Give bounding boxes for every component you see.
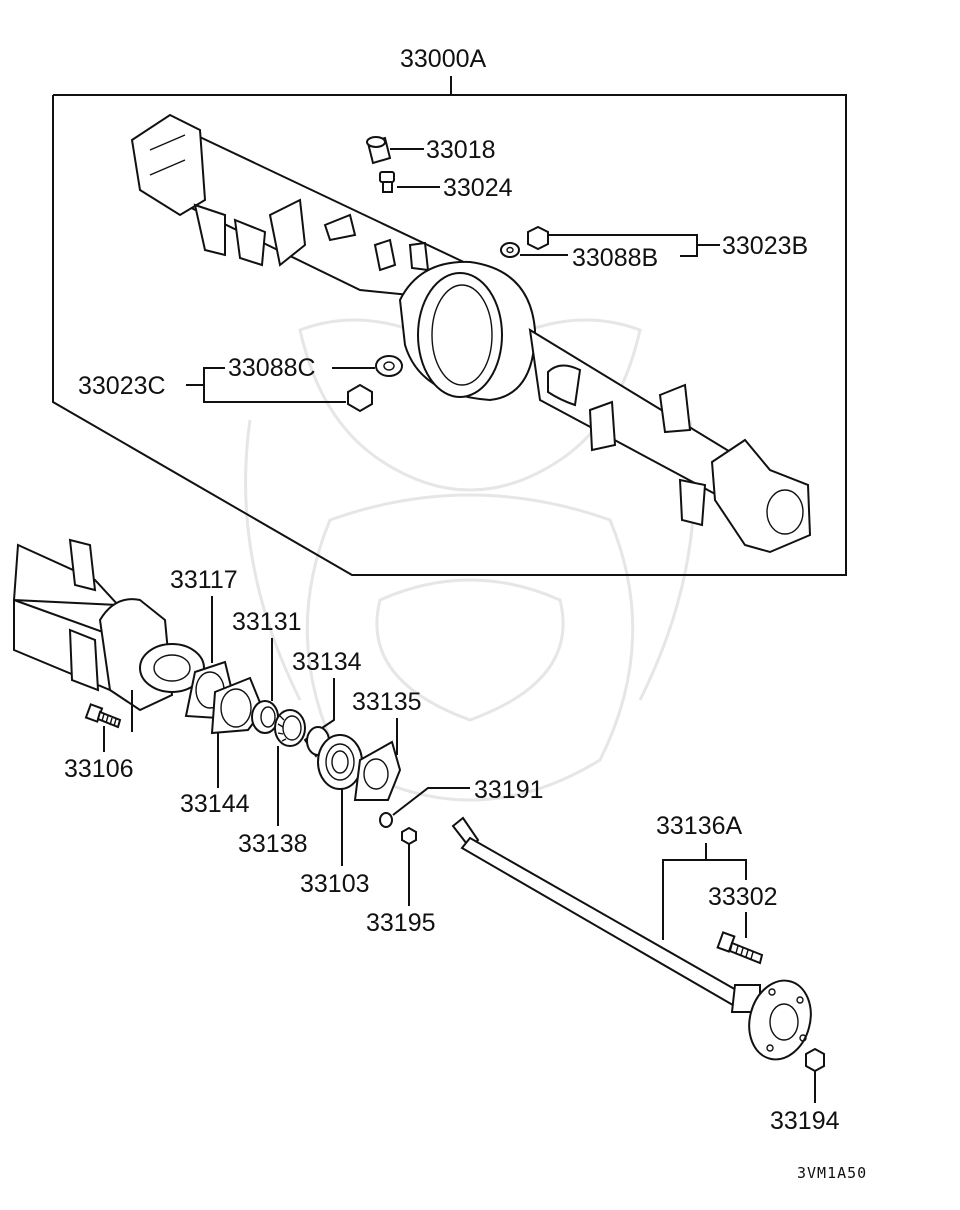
label-33135[interactable]: 33135 <box>352 688 422 716</box>
part-33302-hub-bolt <box>716 931 764 965</box>
label-33195[interactable]: 33195 <box>366 909 436 937</box>
part-33135-plate <box>353 740 402 801</box>
diff-opening <box>417 272 503 398</box>
part-33131-seal <box>251 700 279 734</box>
part-33191-nut <box>379 812 393 828</box>
housing-end-partial <box>12 538 205 732</box>
part-33088B-washer <box>500 242 520 258</box>
label-33194[interactable]: 33194 <box>770 1107 840 1135</box>
diagram-code: 3VM1A50 <box>797 1164 867 1182</box>
part-33023B-nut <box>527 225 549 251</box>
part-33088C-washer <box>375 355 403 377</box>
part-33136A-axle-shaft <box>451 816 812 1061</box>
part-33024-breather <box>379 171 395 193</box>
label-33103[interactable]: 33103 <box>300 870 370 898</box>
part-33103-bearing <box>317 734 363 790</box>
label-33023B[interactable]: 33023B <box>722 232 808 260</box>
label-33144[interactable]: 33144 <box>180 790 250 818</box>
part-33194-nut <box>805 1047 825 1073</box>
label-33088B[interactable]: 33088B <box>572 244 658 272</box>
label-33018[interactable]: 33018 <box>426 136 496 164</box>
label-33117[interactable]: 33117 <box>170 566 238 594</box>
axle-housing <box>130 113 812 554</box>
label-33106[interactable]: 33106 <box>64 755 134 783</box>
part-33023C-nut <box>347 383 373 413</box>
label-33024[interactable]: 33024 <box>443 174 513 202</box>
part-33138-roller-bearing <box>274 709 306 747</box>
label-33138[interactable]: 33138 <box>238 830 308 858</box>
part-33106-bolt <box>84 703 122 729</box>
label-33302[interactable]: 33302 <box>708 883 778 911</box>
label-33023C[interactable]: 33023C <box>78 372 166 400</box>
assembly-boundary <box>52 94 847 576</box>
label-33088C[interactable]: 33088C <box>228 354 316 382</box>
label-33134[interactable]: 33134 <box>292 648 362 676</box>
label-33000A[interactable]: 33000A <box>400 45 487 73</box>
part-33018-plug <box>366 136 392 165</box>
label-33131[interactable]: 33131 <box>232 608 302 636</box>
part-33195-nut <box>401 826 417 846</box>
label-33136A[interactable]: 33136A <box>656 812 743 840</box>
label-33191[interactable]: 33191 <box>474 776 544 804</box>
